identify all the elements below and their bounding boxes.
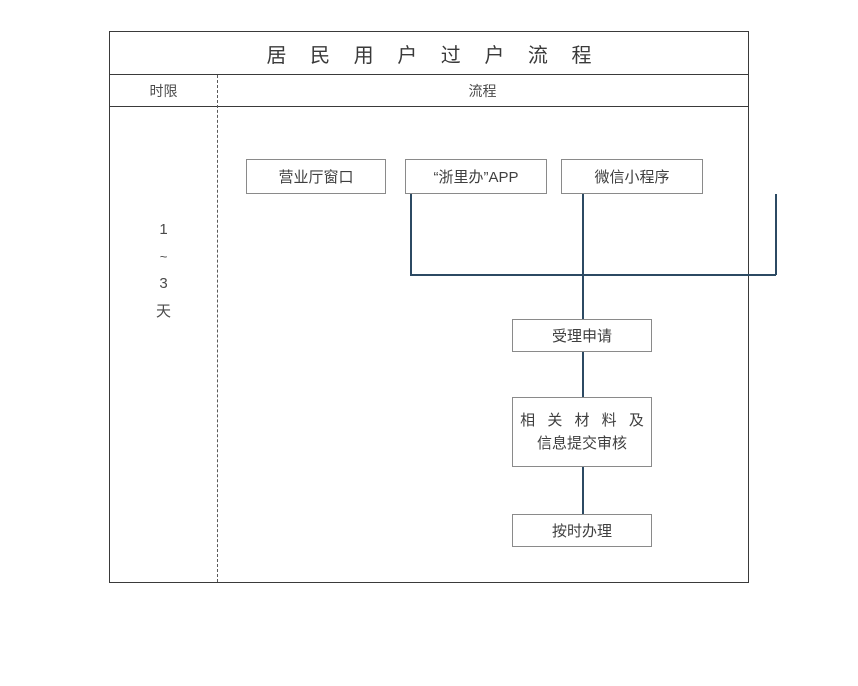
edge-counter-drop <box>410 194 412 275</box>
flow-node-complete-on-time[interactable]: 按时办理 <box>512 514 652 547</box>
time-limit-max: 3 <box>159 275 168 292</box>
edge-accept-to-submit <box>582 352 584 397</box>
page-title: 居 民 用 户 过 户 流 程 <box>266 44 601 67</box>
flow-node-label-line1: 相 关 材 料 及 <box>520 411 648 429</box>
flow-node-submit-materials[interactable]: 相 关 材 料 及 信息提交审核 <box>512 397 652 467</box>
time-limit-separator: ~ <box>159 249 168 264</box>
flow-node-accept-application[interactable]: 受理申请 <box>512 319 652 352</box>
flow-node-label: 微信小程序 <box>594 169 670 186</box>
flow-node-label: 营业厅窗口 <box>278 169 354 186</box>
time-limit-value: 1 ~ 3 天 <box>110 222 217 332</box>
edge-merge-to-accept <box>582 274 584 319</box>
table-title-row: 居 民 用 户 过 户 流 程 <box>110 32 748 75</box>
column-divider <box>217 75 218 582</box>
flow-table: 居 民 用 户 过 户 流 程 时限 流程 1 ~ 3 天 营业厅窗口 “浙里办… <box>109 31 777 583</box>
time-limit-unit: 天 <box>155 303 171 320</box>
flow-diagram: 营业厅窗口 “浙里办”APP 微信小程序 受理申请 相 关 材 料 及 信息提交… <box>217 107 777 582</box>
edge-submit-to-complete <box>582 467 584 514</box>
flow-node-zlb-app[interactable]: “浙里办”APP <box>405 159 547 194</box>
flow-node-label: 按时办理 <box>551 523 612 540</box>
column-header-flow: 流程 <box>468 82 497 99</box>
flow-node-label-line2: 信息提交审核 <box>536 435 627 452</box>
flow-node-wechat-miniprogram[interactable]: 微信小程序 <box>561 159 703 194</box>
edge-wechat-drop <box>775 194 777 275</box>
edge-merge-bar <box>410 274 776 276</box>
edge-zlb-drop <box>582 194 584 275</box>
flow-node-counter[interactable]: 营业厅窗口 <box>246 159 386 194</box>
table-header-row: 时限 流程 <box>110 75 748 107</box>
time-limit-min: 1 <box>159 221 168 238</box>
flow-node-label: “浙里办”APP <box>433 169 519 186</box>
column-header-time-limit: 时限 <box>149 82 178 99</box>
flow-node-label: 受理申请 <box>551 328 612 345</box>
